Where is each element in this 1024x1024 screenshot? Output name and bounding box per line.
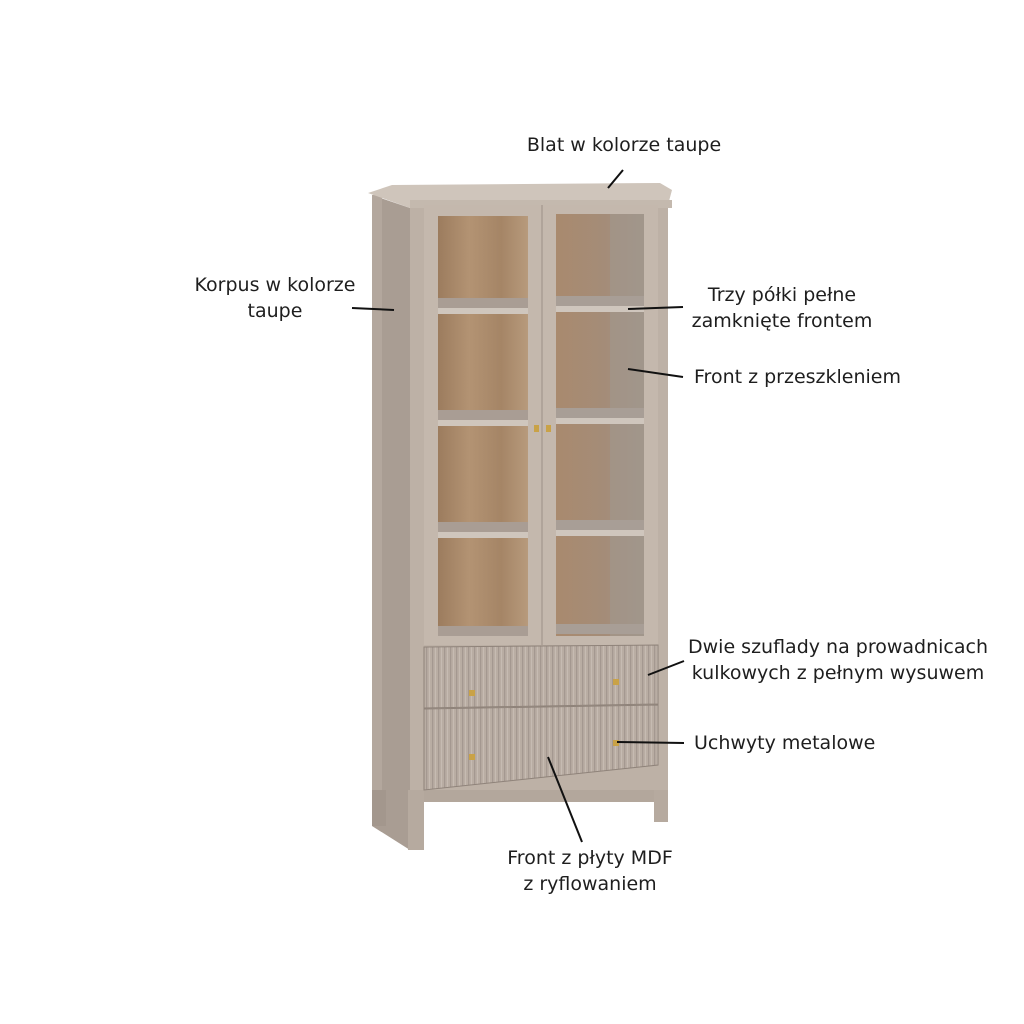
annotation-text: z ryflowaniem — [523, 873, 657, 895]
annotation-text: kulkowych z pełnym wysuwem — [691, 662, 985, 684]
annotation-text: Front z płyty MDF — [507, 847, 673, 869]
drawer-handle — [469, 690, 475, 696]
cabinet-side-panel — [372, 195, 410, 850]
annotation-mdf-front: Front z płyty MDF z ryflowaniem — [480, 845, 700, 897]
door-handle-right — [546, 425, 551, 432]
drawer-handle — [613, 740, 619, 746]
annotation-drawers: Dwie szuflady na prowadnicach kulkowych … — [680, 634, 996, 686]
annotation-text: Korpus w kolorze — [194, 274, 356, 296]
drawer-top — [423, 644, 659, 709]
drawer-handle — [613, 679, 619, 685]
annotation-text: Uchwyty metalowe — [694, 732, 876, 754]
drawer-handle — [469, 754, 475, 760]
callout-lines — [351, 169, 685, 843]
right-glass-door — [542, 205, 658, 645]
annotation-handles: Uchwyty metalowe — [694, 730, 875, 756]
annotation-text: taupe — [247, 300, 303, 322]
drawer-bottom — [423, 704, 659, 791]
annotation-text: Dwie szuflady na prowadnicach — [688, 636, 988, 658]
annotation-text: zamknięte frontem — [691, 310, 873, 332]
annotation-shelves: Trzy półki pełne zamknięte frontem — [682, 282, 882, 334]
door-handle-left — [534, 425, 539, 432]
annotation-body: Korpus w kolorze taupe — [180, 272, 370, 324]
annotation-text: Blat w kolorze taupe — [526, 134, 722, 156]
annotation-top: Blat w kolorze taupe — [506, 132, 742, 158]
annotation-text: Front z przeszkleniem — [694, 366, 902, 388]
annotation-glass-front: Front z przeszkleniem — [694, 364, 901, 390]
left-glass-door — [424, 205, 542, 645]
annotation-text: Trzy półki pełne — [707, 284, 857, 306]
